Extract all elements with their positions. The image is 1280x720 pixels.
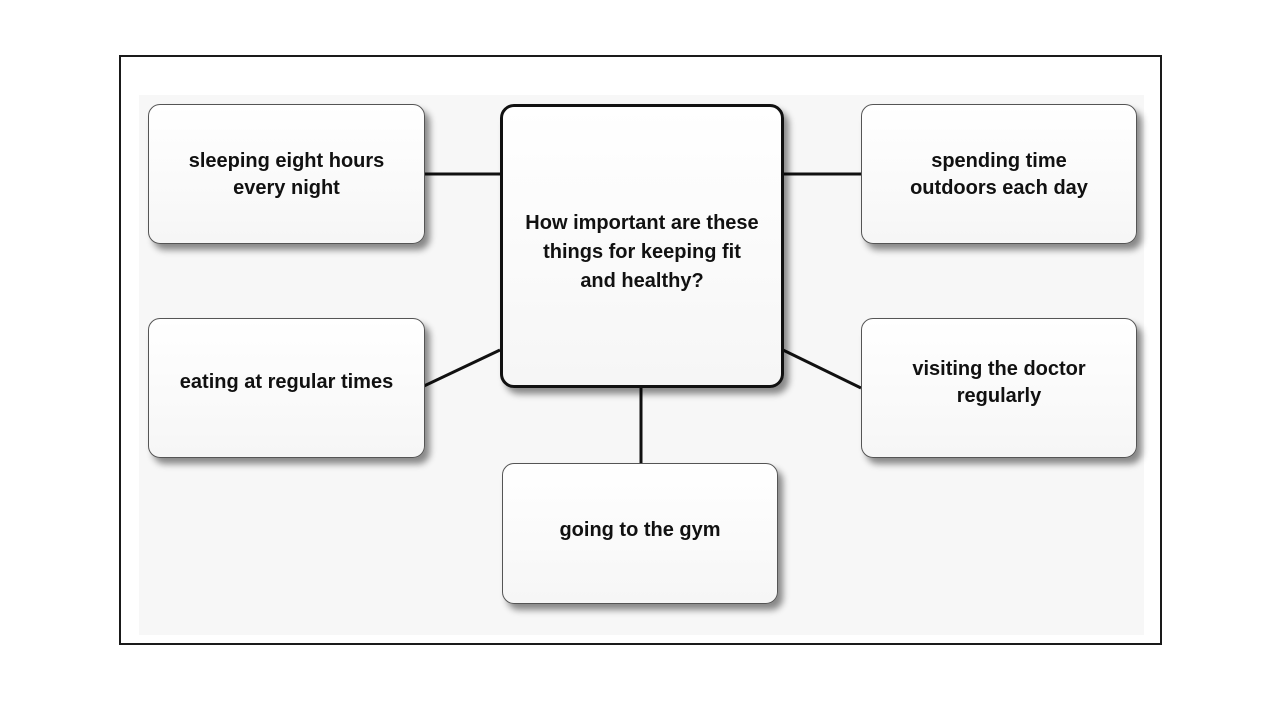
central-question: How important are these things for keepi… (500, 104, 784, 388)
central-question-line-2: things for keeping fit (543, 241, 741, 263)
node-eating: eating at regular times (148, 318, 425, 458)
central-question-line-3: and healthy? (580, 270, 704, 292)
node-outdoors-line-1: spending time (931, 150, 1067, 172)
node-eating-line-1: eating at regular times (179, 370, 394, 393)
node-gym: going to the gym (502, 463, 778, 604)
node-doctor-line-1: visiting the doctor (912, 358, 1086, 380)
node-sleeping-line-2: every night (233, 177, 340, 199)
node-outdoors: spending time outdoors each day (861, 104, 1137, 244)
node-doctor: visiting the doctor regularly (861, 318, 1137, 458)
node-doctor-line-2: regularly (956, 385, 1042, 407)
node-outdoors-line-2: outdoors each day (910, 177, 1088, 199)
node-sleeping: sleeping eight hours every night (148, 104, 425, 244)
node-gym-line-1: going to the gym (559, 519, 721, 541)
node-sleeping-line-1: sleeping eight hours (188, 150, 385, 172)
central-question-line-1: How important are these (525, 212, 759, 234)
